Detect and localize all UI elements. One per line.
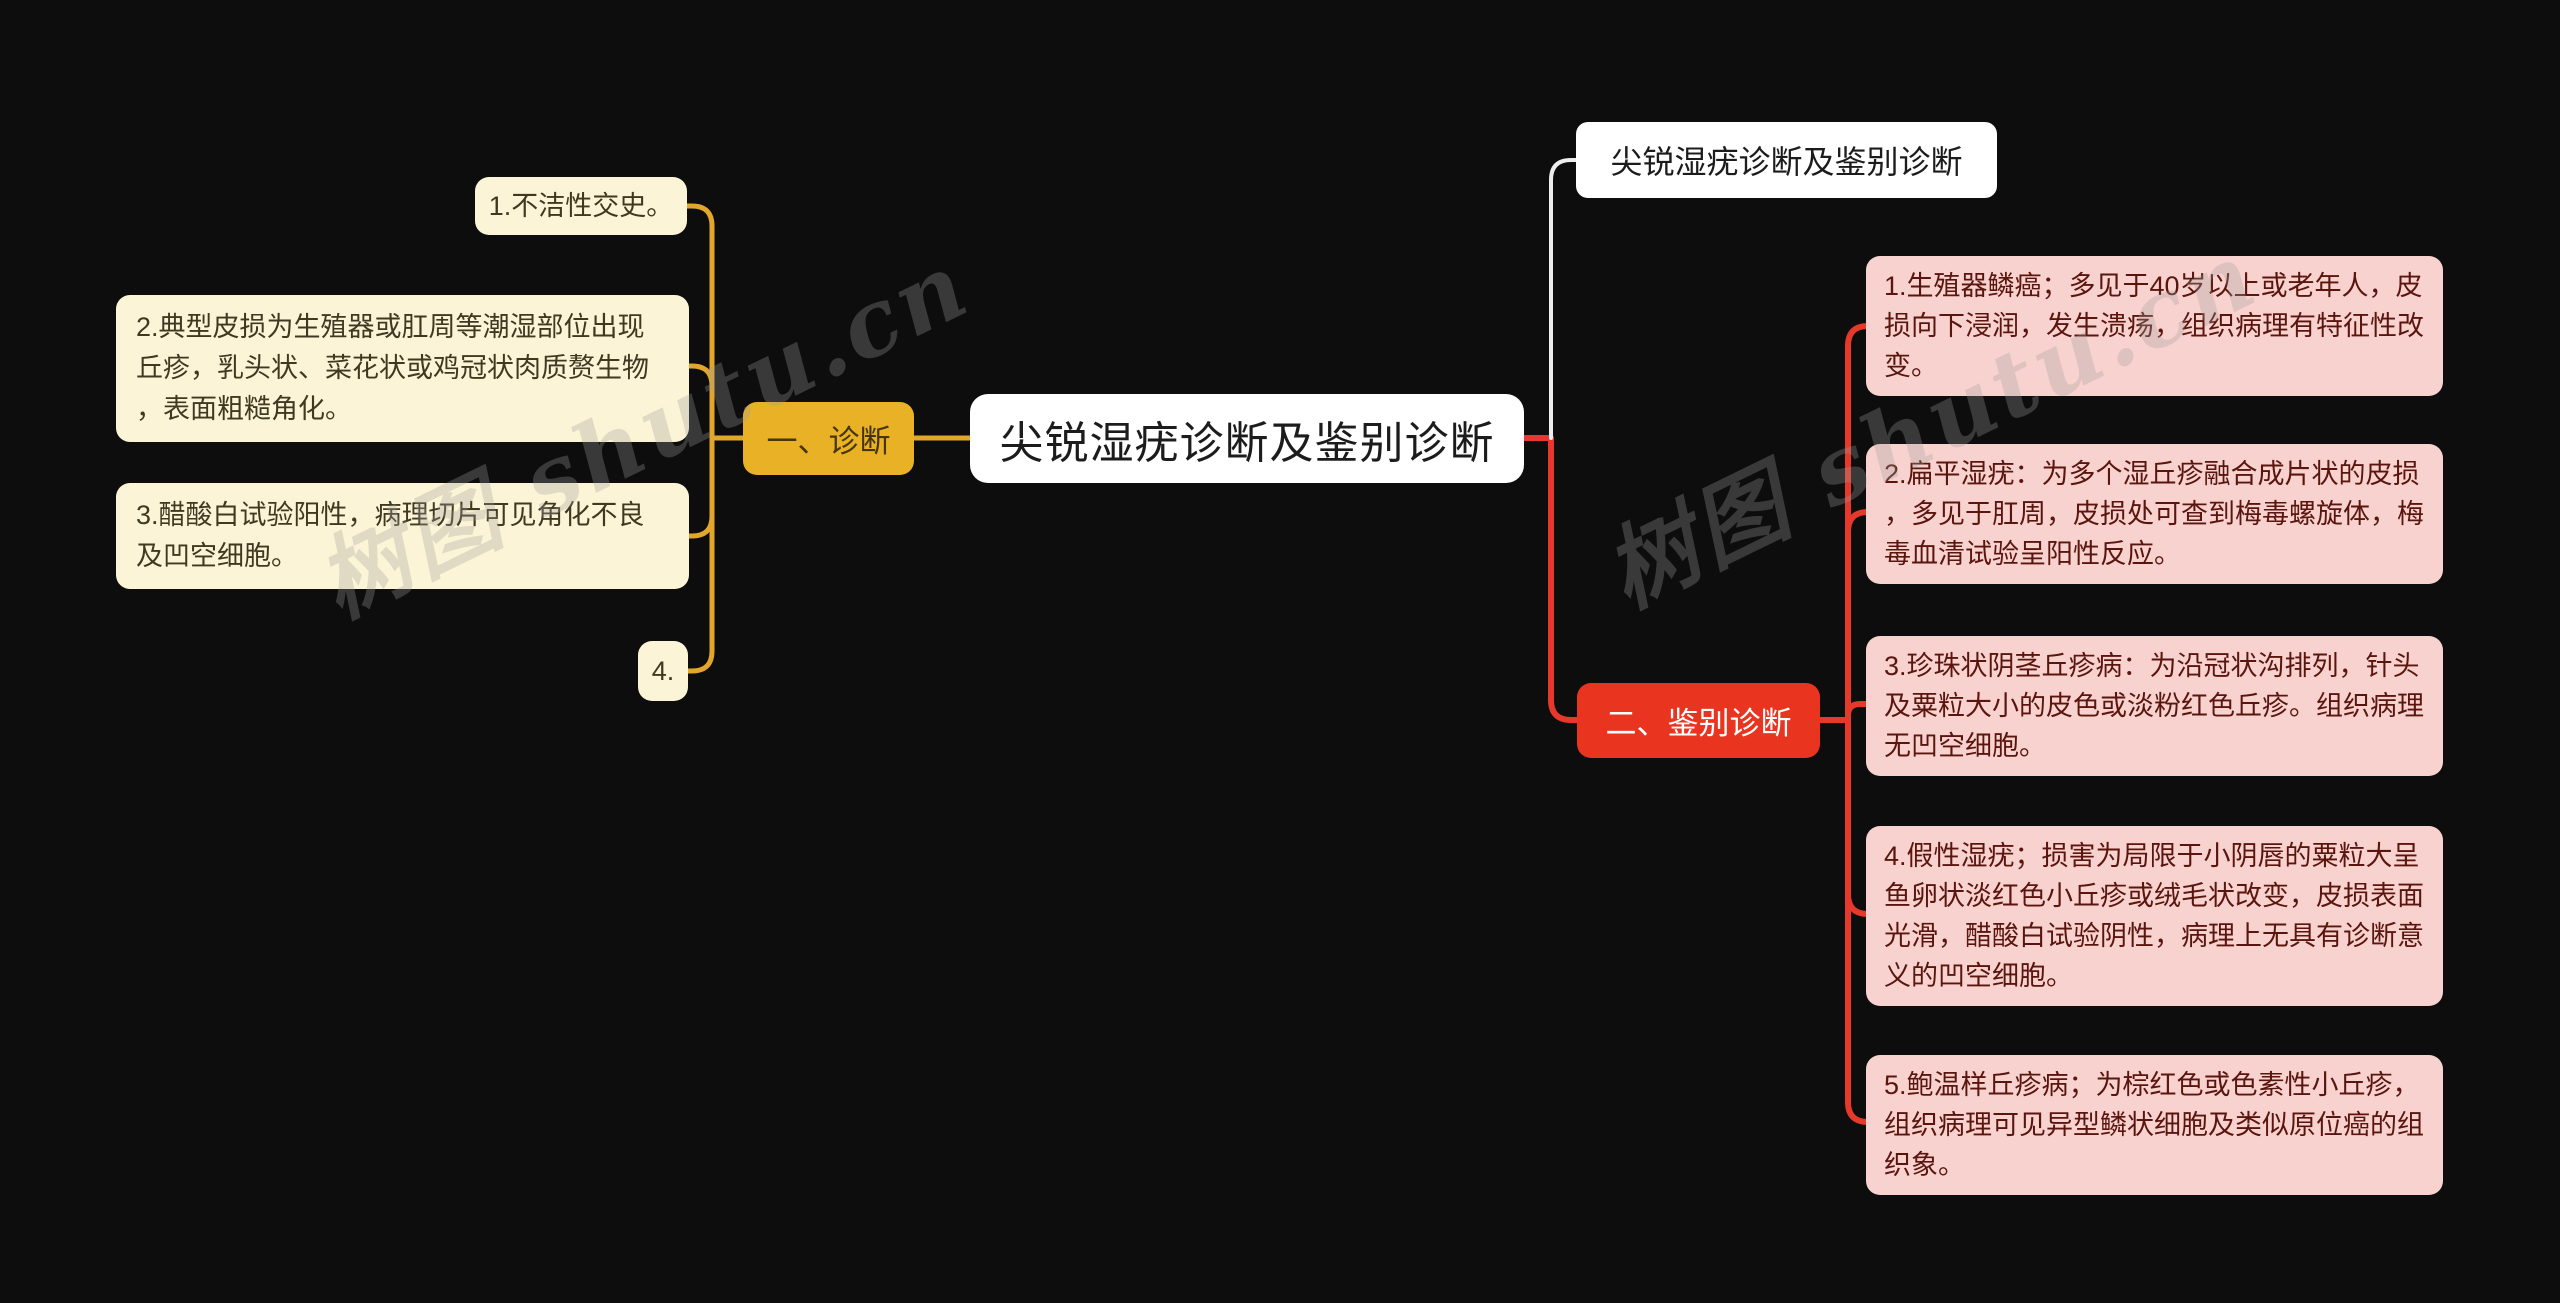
leaf-diagnosis-1[interactable]: 1.不洁性交史。 — [475, 177, 687, 235]
leaf-differential-5[interactable]: 5.鲍温样丘疹病；为棕红色或色素性小丘疹，组织病理可见异型鳞状细胞及类似原位癌的… — [1866, 1055, 2443, 1195]
branch-diagnosis-node[interactable]: 一、诊断 — [743, 402, 914, 475]
leaf-differential-1[interactable]: 1.生殖器鳞癌；多见于40岁以上或老年人，皮损向下浸润，发生溃疡，组织病理有特征… — [1866, 256, 2443, 396]
leaf-differential-3[interactable]: 3.珍珠状阴茎丘疹病：为沿冠状沟排列，针头及粟粒大小的皮色或淡粉红色丘疹。组织病… — [1866, 636, 2443, 776]
connector-group-left — [684, 203, 973, 674]
leaf-differential-4[interactable]: 4.假性湿疣；损害为局限于小阴唇的粟粒大呈鱼卵状淡红色小丘疹或绒毛状改变，皮损表… — [1866, 826, 2443, 1006]
leaf-diagnosis-2[interactable]: 2.典型皮损为生殖器或肛周等潮湿部位出现丘疹，乳头状、菜花状或鸡冠状肉质赘生物，… — [116, 295, 689, 442]
leaf-diagnosis-3[interactable]: 3.醋酸白试验阳性，病理切片可见角化不良及凹空细胞。 — [116, 483, 689, 589]
root-node[interactable]: 尖锐湿疣诊断及鉴别诊断 — [1576, 122, 1997, 198]
center-node[interactable]: 尖锐湿疣诊断及鉴别诊断 — [970, 394, 1524, 483]
leaf-differential-2[interactable]: 2.扁平湿疣：为多个湿丘疹融合成片状的皮损，多见于肛周，皮损处可查到梅毒螺旋体，… — [1866, 444, 2443, 584]
branch-differential-node[interactable]: 二、鉴别诊断 — [1577, 683, 1820, 758]
branch-differential-label: 二、鉴别诊断 — [1605, 706, 1792, 741]
branch-diagnosis-label: 一、诊断 — [766, 424, 891, 459]
connector-group-root — [1549, 158, 1578, 440]
root-node-label: 尖锐湿疣诊断及鉴别诊断 — [1610, 144, 1963, 180]
center-node-label: 尖锐湿疣诊断及鉴别诊断 — [999, 418, 1495, 468]
leaf-diagnosis-4[interactable]: 4. — [638, 641, 688, 701]
connector-group-right — [1521, 323, 1871, 1125]
